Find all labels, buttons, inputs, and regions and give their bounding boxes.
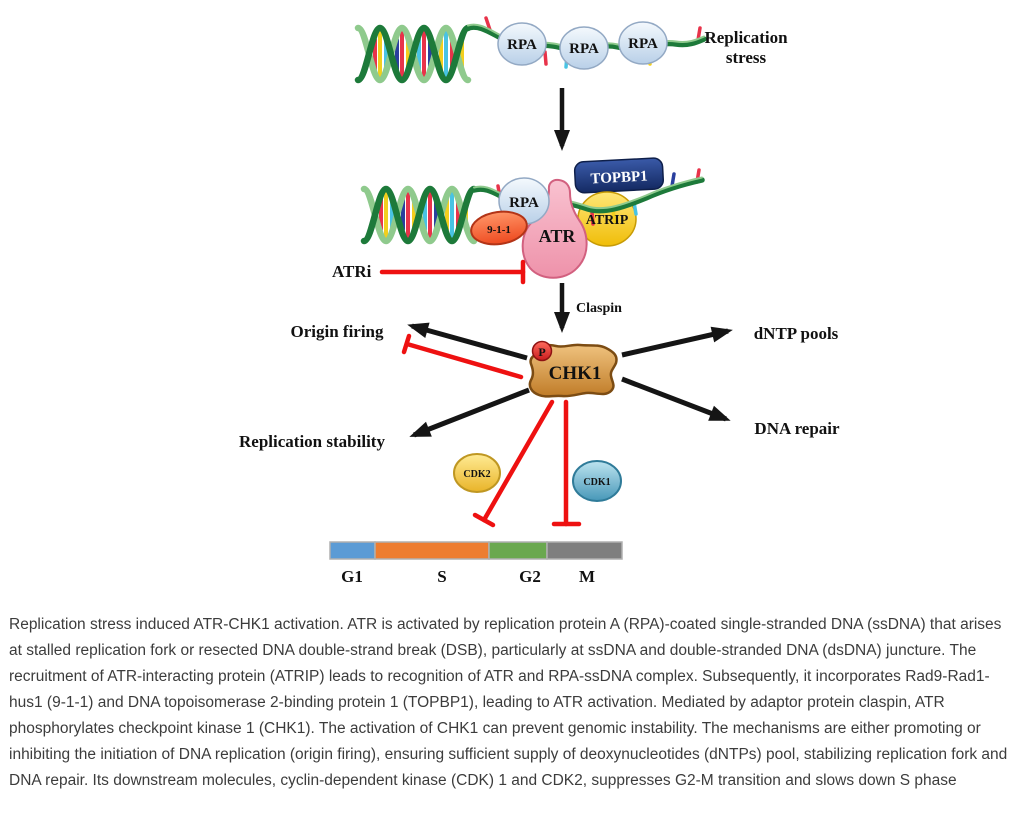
rpa-label-2: RPA (569, 41, 599, 57)
origin-firing-label: Origin firing (290, 322, 384, 341)
topbp1-label: TOPBP1 (590, 168, 648, 187)
rpa-label-1: RPA (507, 37, 537, 53)
phase-s-label: S (437, 567, 446, 586)
phase-g2-segment (488, 541, 548, 560)
cdk2-protein: CDK2 (453, 453, 501, 493)
claspin-label: Claspin (576, 301, 622, 316)
chk1-label: CHK1 (549, 363, 602, 384)
phospho-circle (531, 340, 553, 362)
phase-m-label: M (579, 567, 595, 586)
rpa-coated-ssdna: RPA RPA RPA (497, 21, 668, 70)
replication-stability-label: Replication stability (239, 432, 385, 451)
arrow-chk1-to-dntp-pools (621, 326, 733, 358)
atr-chk1-pathway-diagram: RPA RPA RPA Replication stress TOPBP1 (239, 16, 840, 586)
inhibit-chk1-to-origin-firing (401, 333, 524, 380)
cdk2-label: CDK2 (463, 469, 490, 480)
chk1-protein: CHK1 P (528, 340, 618, 398)
top-dna-helix (354, 24, 472, 84)
rpa-circle-2 (559, 26, 609, 70)
cdk1-protein: CDK1 (572, 460, 622, 502)
inhibit-chk1-to-g2m-transition (551, 399, 582, 527)
inhibit-atri-to-atr (379, 259, 526, 285)
topbp1-protein: TOPBP1 (573, 157, 665, 194)
phase-m-segment (546, 541, 623, 560)
rpa-middle-label: RPA (509, 195, 539, 211)
inhibit-chk1-to-s-phase (472, 399, 555, 528)
atr-protein: ATR (521, 178, 588, 279)
911-clamp: 9-1-1 (470, 210, 528, 246)
phase-g1-segment (329, 541, 376, 560)
atr-label: ATR (539, 226, 577, 246)
phase-g2-label: G2 (519, 567, 541, 586)
cell-cycle-bar: G1 S G2 M (329, 541, 623, 586)
arrow-chk1-to-dna-repair (621, 376, 731, 422)
phase-g1-label: G1 (341, 567, 363, 586)
atrip-label: ATRIP (586, 213, 629, 228)
arrow-chk1-to-origin-firing (407, 322, 528, 361)
middle-dna-helix (360, 185, 478, 245)
cdk1-label: CDK1 (583, 477, 610, 488)
figure-caption: Replication stress induced ATR-CHK1 acti… (9, 615, 1008, 789)
rpa-circle-3 (618, 21, 668, 65)
atri-label: ATRi (332, 262, 372, 281)
replication-stress-label-line1: Replication (704, 28, 788, 47)
dntp-pools-label: dNTP pools (754, 324, 839, 343)
phase-s-segment (374, 541, 490, 560)
rpa-label-3: RPA (628, 36, 658, 52)
phospho-label: P (538, 345, 545, 359)
911-label: 9-1-1 (487, 224, 511, 236)
rpa-circle-1 (497, 22, 547, 66)
replication-stress-label-line2: stress (726, 48, 767, 67)
dna-repair-label: DNA repair (754, 419, 840, 438)
arrow-chk1-to-replication-stability (409, 387, 530, 438)
